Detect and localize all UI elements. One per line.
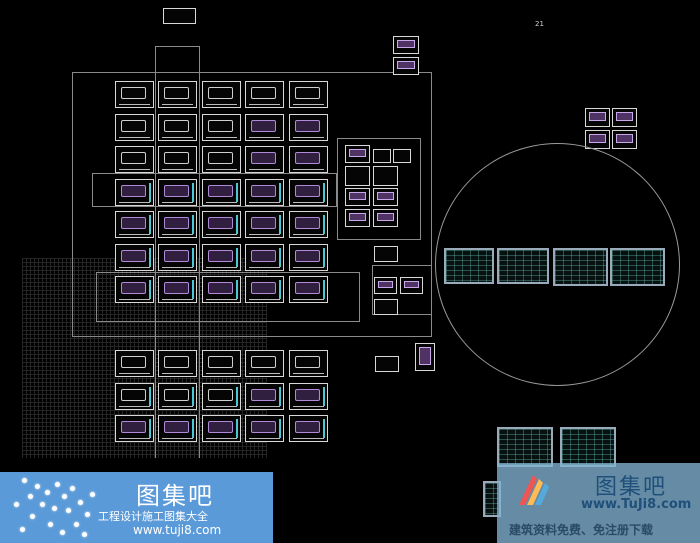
floor-plan-sheet[interactable] — [289, 178, 328, 206]
column-line-1 — [155, 72, 156, 458]
detail-sheet-g6[interactable] — [345, 188, 370, 206]
floor-plan-sheet[interactable] — [289, 350, 328, 377]
column-line-2 — [199, 72, 200, 458]
floor-plan-sheet[interactable] — [115, 81, 154, 108]
floor-plan-sheet[interactable] — [158, 382, 197, 410]
floor-plan-sheet[interactable] — [245, 211, 284, 238]
floor-plan-sheet[interactable] — [202, 146, 241, 173]
detail-sheet-c5[interactable] — [375, 356, 399, 372]
outer-boundary — [72, 72, 432, 337]
detail-sheet-c3[interactable] — [400, 277, 423, 294]
row-highlight-frame — [92, 173, 337, 207]
floor-plan-sheet[interactable] — [245, 178, 284, 206]
detail-sheet-g1[interactable] — [345, 145, 370, 163]
floor-plan-sheet[interactable] — [245, 382, 284, 410]
floor-plan-sheet[interactable] — [245, 350, 284, 377]
detail-sheet-c2[interactable] — [374, 277, 397, 294]
floor-plan-sheet[interactable] — [202, 211, 241, 238]
floor-plan-sheet[interactable] — [245, 276, 284, 303]
floor-plan-sheet[interactable] — [245, 81, 284, 108]
floor-plan-sheet[interactable] — [115, 276, 154, 303]
watermark-left-url: www.tuji8.com — [133, 523, 222, 537]
detail-sheet-g4[interactable] — [345, 166, 370, 186]
schedule-table-7[interactable] — [483, 481, 501, 517]
lower-highlight-frame — [96, 272, 360, 322]
floor-plan-sheet[interactable] — [202, 178, 241, 206]
floor-plan-sheet[interactable] — [202, 350, 241, 377]
floor-plan-sheet[interactable] — [289, 382, 328, 410]
detail-sheet-r1[interactable] — [585, 108, 610, 127]
floor-plan-sheet[interactable] — [202, 276, 241, 303]
detail-sheet-r2[interactable] — [612, 108, 637, 127]
detail-sheet-r3[interactable] — [585, 130, 610, 149]
floor-plan-sheet[interactable] — [289, 113, 328, 141]
watermark-right-url: www.TuJi8.com — [581, 497, 692, 512]
floor-plan-sheet[interactable] — [245, 146, 284, 173]
floor-plan-sheet[interactable] — [289, 81, 328, 108]
schedule-table-4[interactable] — [610, 248, 665, 286]
floor-plan-sheet[interactable] — [289, 243, 328, 271]
detail-group-frame — [337, 138, 421, 240]
watermark-left-subtitle: 工程设计施工图集大全 — [98, 510, 208, 523]
watermark-right: 图集吧 www.TuJi8.com 建筑资料免费、免注册下载 — [497, 463, 700, 543]
floor-plan-sheet[interactable] — [158, 243, 197, 271]
schedule-table-5[interactable] — [497, 427, 553, 467]
floor-plan-sheet[interactable] — [289, 276, 328, 303]
floor-plan-sheet[interactable] — [202, 415, 241, 442]
floor-plan-sheet[interactable] — [202, 113, 241, 141]
watermark-right-tagline: 建筑资料免费、免注册下载 — [509, 523, 654, 537]
detail-sheet-c1[interactable] — [374, 246, 398, 262]
floor-plan-sheet[interactable] — [115, 211, 154, 238]
floor-plan-sheet[interactable] — [289, 211, 328, 238]
detail-sheet-g2[interactable] — [373, 149, 391, 163]
floor-plan-sheet[interactable] — [115, 178, 154, 206]
floor-plan-sheet[interactable] — [115, 415, 154, 442]
floor-plan-sheet[interactable] — [245, 415, 284, 442]
floor-plan-sheet[interactable] — [158, 178, 197, 206]
detail-sheet-c6[interactable] — [415, 343, 435, 371]
watermark-left: 图集吧 工程设计施工图集大全 www.tuji8.com — [0, 472, 273, 543]
floor-plan-sheet[interactable] — [158, 276, 197, 303]
floor-plan-sheet[interactable] — [158, 415, 197, 442]
watermark-left-title: 图集吧 — [136, 482, 214, 510]
floor-plan-sheet[interactable] — [158, 113, 197, 141]
floor-plan-sheet[interactable] — [158, 350, 197, 377]
floor-plan-sheet[interactable] — [289, 146, 328, 173]
detail-sheet-top-2[interactable] — [393, 57, 419, 75]
floor-plan-sheet[interactable] — [245, 243, 284, 271]
top-column-frame — [155, 46, 200, 76]
floor-plan-sheet[interactable] — [202, 243, 241, 271]
sheet-number-label: 21 — [535, 20, 544, 28]
detail-sheet-r4[interactable] — [612, 130, 637, 149]
watermark-right-title: 图集吧 — [595, 475, 668, 500]
detail-sheet-g5[interactable] — [373, 166, 398, 186]
highlight-circle — [435, 143, 680, 386]
detail-sheet-g3[interactable] — [393, 149, 411, 163]
detail-sheet-top-1[interactable] — [393, 36, 419, 54]
schedule-table-3[interactable] — [553, 248, 608, 286]
right-column-frame — [372, 265, 432, 315]
detail-sheet-g9[interactable] — [373, 209, 398, 227]
floor-plan-sheet[interactable] — [115, 350, 154, 377]
floor-plan-sheet[interactable] — [115, 382, 154, 410]
detail-sheet-g7[interactable] — [373, 188, 398, 206]
floor-plan-sheet[interactable] — [158, 81, 197, 108]
floor-plan-sheet[interactable] — [115, 113, 154, 141]
floor-plan-sheet[interactable] — [158, 211, 197, 238]
floor-plan-sheet[interactable] — [115, 146, 154, 173]
schedule-table-2[interactable] — [497, 248, 549, 284]
floor-plan-sheet[interactable] — [289, 415, 328, 442]
floor-plan-sheet[interactable] — [158, 146, 197, 173]
floor-plan-sheet[interactable] — [202, 81, 241, 108]
detail-sheet-c4[interactable] — [374, 299, 398, 315]
floor-plan-sheet[interactable] — [202, 382, 241, 410]
schedule-table-1[interactable] — [444, 248, 494, 284]
cover-sheet-thumbnail[interactable] — [163, 8, 196, 24]
schedule-table-6[interactable] — [560, 427, 616, 467]
brush-logo-icon — [519, 475, 549, 505]
floor-plan-sheet[interactable] — [115, 243, 154, 271]
floor-plan-sheet[interactable] — [245, 113, 284, 141]
detail-sheet-g8[interactable] — [345, 209, 370, 227]
